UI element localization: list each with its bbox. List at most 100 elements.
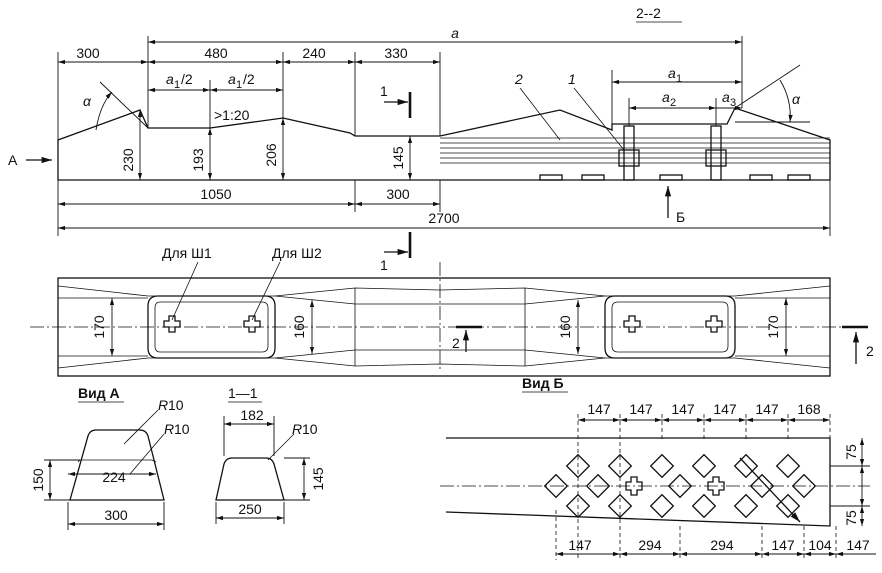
svg-text:/2: /2 [181,71,193,87]
height-145: 145 [390,146,406,170]
dim-a1-half-left: a 1 /2 [166,71,193,91]
svg-text:a: a [662,89,670,105]
svg-text:1: 1 [236,79,242,91]
svg-text:1: 1 [380,257,388,273]
height-206: 206 [263,143,279,167]
svg-text:10: 10 [302,421,318,437]
svg-text:Вид А: Вид А [78,385,120,401]
sleeper-outline-left [57,107,831,181]
dim-480: 480 [204,45,228,61]
view-b-bottom-3: 294 [710,537,734,553]
height-dimensions [137,110,413,180]
section-1-1-shape [215,457,285,501]
view-b-bottom-4: 147 [771,537,795,553]
svg-text:1—1: 1—1 [228,385,258,401]
slope-label: >1:20 [214,107,250,123]
section-1-1-top: 182 [240,407,264,423]
svg-text:a: a [166,71,174,87]
view-b-holes [543,453,817,523]
svg-text:a: a [668,65,676,81]
view-b-side-bottom: 75 [843,510,859,526]
arrow-b-label: Б [676,209,685,225]
width-160-left: 160 [291,315,307,339]
width-170-right: 170 [765,315,781,339]
rail-seat-left [147,295,276,359]
svg-text:2--2: 2--2 [636,5,661,21]
view-b-bottom-2: 294 [638,537,662,553]
view-a: Вид А R 10 R 10 224 300 150 [30,385,190,530]
rail-layers [440,137,830,164]
section-1-1-r: R 10 [292,421,318,437]
dim-1050: 1050 [200,186,231,202]
cross-hole-sh1-left [163,315,181,333]
cut-2-right: 2 [842,325,874,364]
view-b-bottom-5: 104 [808,537,832,553]
callout-2: 2 [514,71,523,87]
top-dimensions [57,36,810,140]
section-1-1: 1—1 182 R 10 145 250 [215,385,326,524]
svg-text:2: 2 [866,343,874,359]
view-b-top-1: 147 [587,401,611,417]
cross-hole-sh2-left [243,315,261,333]
view-b-top-6: 168 [797,401,821,417]
cross-hole-right-1 [623,315,641,333]
alpha-left: α [83,93,92,109]
svg-text:R: R [164,421,174,437]
svg-text:10: 10 [168,397,184,413]
cut-2-mid: 2 [452,325,482,352]
svg-text:1: 1 [174,79,180,91]
dim-300-bottom: 300 [386,186,410,202]
view-a-bottom: 300 [104,507,128,523]
cross-hole-right-2 [705,315,723,333]
bottom-recesses [539,174,811,181]
dim-330: 330 [384,45,408,61]
svg-text:2: 2 [670,97,676,109]
dim-a2: a 2 [662,89,676,109]
view-b-bottom-6: 147 [846,537,870,553]
arrow-a-label: А [8,152,18,168]
dim-300-top: 300 [76,45,100,61]
view-b-top-5: 147 [755,401,779,417]
plan-width-dims [109,298,789,356]
view-b-outline [445,437,831,527]
dim-2700: 2700 [428,210,459,226]
svg-text:R: R [158,397,168,413]
label-for-sh2: Для Ш2 [272,245,322,261]
label-for-sh1: Для Ш1 [162,245,212,261]
svg-text:Вид Б: Вид Б [522,375,564,391]
view-a-inner [77,459,157,463]
view-a-r1: R 10 [158,397,184,413]
view-a-height: 150 [30,468,46,492]
dim-a3: a 3 [722,89,736,109]
view-a-outer [69,429,165,501]
dim-240: 240 [302,45,326,61]
dim-a: a [451,25,459,41]
svg-text:a: a [228,71,236,87]
width-160-right: 160 [557,315,573,339]
svg-text:1: 1 [676,73,682,85]
height-230: 230 [120,148,136,172]
callout-1: 1 [568,71,576,87]
view-a-top: 224 [102,469,126,485]
view-a-r2: R 10 [164,421,190,437]
dim-a1-right: a 1 [668,65,682,85]
view-b-top-2: 147 [629,401,653,417]
section-1-1-title: 1—1 [228,385,262,403]
view-b-side-dims [830,438,870,526]
svg-text:R: R [292,421,302,437]
section-1-1-bottom: 250 [238,501,262,517]
view-b-top-3: 147 [671,401,695,417]
plan-view: Для Ш1 Для Ш2 170 160 160 170 2 2 [30,245,874,377]
svg-text:/2: /2 [243,71,255,87]
dim-a1-half-right: a 1 /2 [228,71,255,91]
rail-seat-right [604,295,736,359]
view-b-bottom-1: 147 [568,537,592,553]
svg-text:a: a [722,89,730,105]
width-170-left: 170 [91,315,107,339]
view-b-title: Вид Б [522,375,568,393]
svg-text:1: 1 [380,83,388,99]
elevation-view: 300 480 240 330 a a 1 /2 a 1 /2 >1:20 α … [8,5,831,273]
view-b: Вид Б 147 147 [440,375,876,560]
view-a-title: Вид А [78,385,124,403]
